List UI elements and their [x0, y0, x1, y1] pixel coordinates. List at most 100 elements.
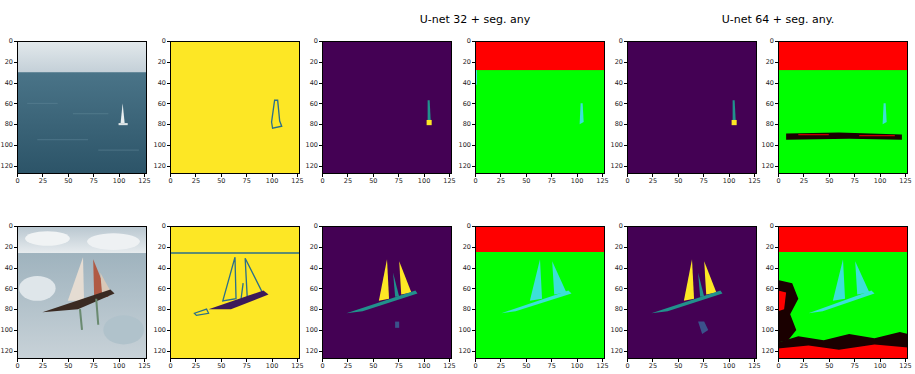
y-tick-label: 40 [158, 80, 166, 87]
y-tick-label: 40 [5, 265, 13, 272]
y-tick-label: 40 [766, 80, 774, 87]
tick-mark [167, 124, 170, 125]
axes-frame [17, 226, 147, 359]
x-tick-label: 100 [571, 178, 583, 185]
x-tick-label: 100 [723, 178, 735, 185]
y-tick-label: 60 [463, 286, 471, 293]
y-tick-label: 0 [770, 223, 774, 230]
tick-mark [472, 124, 475, 125]
tick-mark [475, 174, 476, 177]
y-tick-label: 0 [467, 38, 471, 45]
y-tick-label: 120 [762, 348, 774, 355]
x-tick-label: 100 [266, 178, 278, 185]
tick-mark [373, 359, 374, 362]
y-tick-label: 20 [310, 244, 318, 251]
tick-mark [319, 309, 322, 310]
tick-mark [167, 226, 170, 227]
tick-mark [14, 124, 17, 125]
x-tick-label: 75 [395, 178, 403, 185]
tick-mark [905, 174, 906, 177]
y-tick-label: 0 [162, 223, 166, 230]
tick-mark [602, 174, 603, 177]
tick-mark [500, 174, 501, 177]
x-tick-label: 100 [723, 363, 735, 370]
y-tick-label: 40 [310, 80, 318, 87]
tick-mark [14, 226, 17, 227]
tick-mark [14, 83, 17, 84]
y-tick-label: 20 [5, 59, 13, 66]
x-tick-label: 100 [874, 363, 886, 370]
x-tick-label: 50 [825, 178, 833, 185]
y-tick-label: 40 [615, 80, 623, 87]
tick-mark [319, 330, 322, 331]
tick-mark [93, 174, 94, 177]
x-tick-label: 0 [473, 178, 477, 185]
tick-mark [472, 226, 475, 227]
tick-mark [14, 351, 17, 352]
tick-mark [170, 174, 171, 177]
x-tick-label: 0 [776, 178, 780, 185]
y-tick-label: 120 [306, 348, 318, 355]
tick-mark [854, 359, 855, 362]
tick-mark [297, 174, 298, 177]
x-tick-label: 0 [473, 363, 477, 370]
segmentation-mask [170, 226, 300, 359]
tick-mark [775, 41, 778, 42]
tick-mark [624, 62, 627, 63]
tick-mark [398, 359, 399, 362]
tick-mark [14, 166, 17, 167]
tick-mark [449, 359, 450, 362]
y-tick-label: 20 [615, 244, 623, 251]
x-tick-label: 75 [851, 178, 859, 185]
tick-mark [803, 359, 804, 362]
x-tick-label: 125 [899, 363, 911, 370]
tick-mark [472, 41, 475, 42]
x-tick-label: 125 [596, 178, 608, 185]
y-tick-label: 120 [611, 163, 623, 170]
tick-mark [624, 247, 627, 248]
tick-mark [652, 359, 653, 362]
tick-mark [221, 359, 222, 362]
x-tick-label: 50 [674, 178, 682, 185]
sea-photo [17, 41, 147, 174]
tick-mark [624, 145, 627, 146]
tick-mark [319, 166, 322, 167]
tick-mark [602, 359, 603, 362]
tick-mark [14, 247, 17, 248]
y-tick-label: 120 [1, 163, 13, 170]
y-tick-label: 100 [1, 327, 13, 334]
x-tick-label: 0 [320, 363, 324, 370]
x-tick-label: 125 [443, 363, 455, 370]
x-tick-label: 25 [192, 363, 200, 370]
x-tick-label: 75 [548, 178, 556, 185]
tick-mark [754, 359, 755, 362]
y-tick-label: 80 [310, 306, 318, 313]
y-tick-label: 100 [762, 142, 774, 149]
tick-mark [42, 359, 43, 362]
y-tick-label: 0 [314, 38, 318, 45]
tick-mark [678, 359, 679, 362]
x-tick-label: 0 [15, 178, 19, 185]
tick-mark [144, 174, 145, 177]
y-tick-label: 100 [459, 327, 471, 334]
prediction-map [627, 41, 757, 174]
tick-mark [272, 174, 273, 177]
tick-mark [167, 83, 170, 84]
tick-mark [68, 359, 69, 362]
y-tick-label: 0 [619, 223, 623, 230]
tick-mark [624, 351, 627, 352]
y-tick-label: 0 [467, 223, 471, 230]
tick-mark [880, 359, 881, 362]
axes-frame [322, 226, 452, 359]
tick-mark [624, 309, 627, 310]
tick-mark [472, 166, 475, 167]
axes-frame [475, 226, 605, 359]
tick-mark [775, 166, 778, 167]
y-tick-label: 100 [154, 142, 166, 149]
x-tick-label: 50 [522, 178, 530, 185]
tick-mark [775, 226, 778, 227]
tick-mark [167, 330, 170, 331]
y-tick-label: 20 [615, 59, 623, 66]
x-tick-label: 50 [522, 363, 530, 370]
tick-mark [167, 247, 170, 248]
